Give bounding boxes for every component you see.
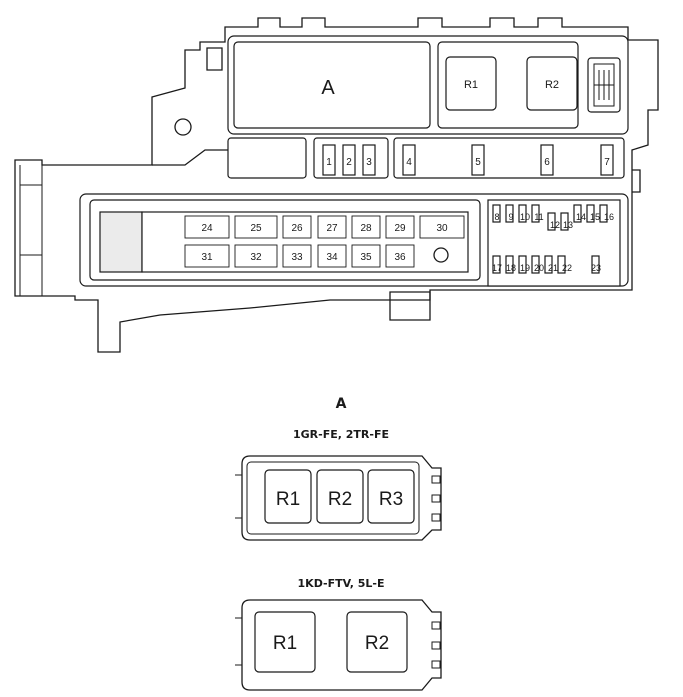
fuse-16: 16 [604, 212, 614, 222]
variant-2-engines: 1KD-FTV, 5L-E [298, 577, 385, 590]
fuse-23: 23 [591, 263, 601, 273]
block-a-label: A [321, 77, 335, 99]
fuse-22: 22 [562, 263, 572, 273]
relay-r1-label: R1 [464, 79, 478, 91]
fuse-31: 31 [201, 252, 213, 263]
fuse-28: 28 [360, 223, 372, 234]
variant-2-block: R1 R2 [235, 599, 442, 691]
fuse-24: 24 [201, 223, 213, 234]
variant-1-relay-r3 [367, 469, 415, 524]
fuse-19: 19 [520, 263, 530, 273]
variant-1-relay-r2 [316, 469, 364, 524]
fuse-34: 34 [326, 252, 338, 263]
variant-1-block: R1 R2 R3 [235, 455, 442, 541]
fuse-27: 27 [326, 223, 338, 234]
variant-1-engines: 1GR-FE, 2TR-FE [293, 428, 389, 441]
fuse-7: 7 [604, 157, 610, 168]
fuse-18: 18 [506, 263, 516, 273]
fuse-15: 15 [590, 212, 600, 222]
fuse-4: 4 [406, 157, 412, 168]
fuse-14: 14 [576, 212, 586, 222]
fuse-5: 5 [475, 157, 481, 168]
fuse-33: 33 [291, 252, 303, 263]
variant-2-relay-r2 [346, 611, 408, 673]
fuse-row-17-23: 17 18 19 20 21 22 23 [492, 255, 601, 274]
fuse-2: 2 [346, 157, 352, 168]
fuse-29: 29 [394, 223, 406, 234]
variant-1-r3-label: R3 [379, 489, 403, 510]
fuse-row-8-16: 8 9 10 11 12 13 14 15 16 [492, 204, 614, 231]
fuse-13: 13 [563, 220, 573, 230]
fuse-6: 6 [544, 157, 550, 168]
variant-2-relay-r1 [254, 611, 316, 673]
fuse-11: 11 [534, 212, 543, 222]
fuse-row-1-7: 1 2 3 4 5 6 7 [227, 137, 625, 179]
fuse-26: 26 [291, 223, 303, 234]
relay-r2-label: R2 [545, 79, 559, 91]
fuse-1: 1 [326, 157, 332, 168]
fuse-17: 17 [492, 263, 502, 273]
detail-title: A [336, 396, 347, 412]
fuse-row-24-30: 24 25 26 27 28 29 30 [184, 215, 465, 239]
fuse-row-31-36: 31 32 33 34 35 36 [184, 244, 449, 268]
fuse-9: 9 [508, 212, 513, 222]
fuse-8: 8 [494, 212, 499, 222]
fuse-3: 3 [366, 157, 372, 168]
fuse-20: 20 [534, 263, 544, 273]
fuse-35: 35 [360, 252, 372, 263]
fuse-36: 36 [394, 252, 406, 263]
variant-1-r1-label: R1 [276, 489, 300, 510]
fuse-box-housing [14, 17, 659, 353]
fuse-32: 32 [250, 252, 262, 263]
relay-r2 [526, 56, 578, 111]
fuse-10: 10 [520, 212, 530, 222]
fuse-21: 21 [548, 263, 558, 273]
variant-1-r2-label: R2 [328, 489, 352, 510]
variant-2-r2-label: R2 [365, 633, 389, 654]
fuse-25: 25 [250, 223, 262, 234]
relay-r1 [445, 56, 497, 111]
variant-1-relay-r1 [264, 469, 312, 524]
variant-2-r1-label: R1 [273, 633, 297, 654]
fuse-12: 12 [550, 220, 560, 230]
fuse-30: 30 [436, 223, 448, 234]
top-section: A R1 R2 [227, 35, 629, 135]
